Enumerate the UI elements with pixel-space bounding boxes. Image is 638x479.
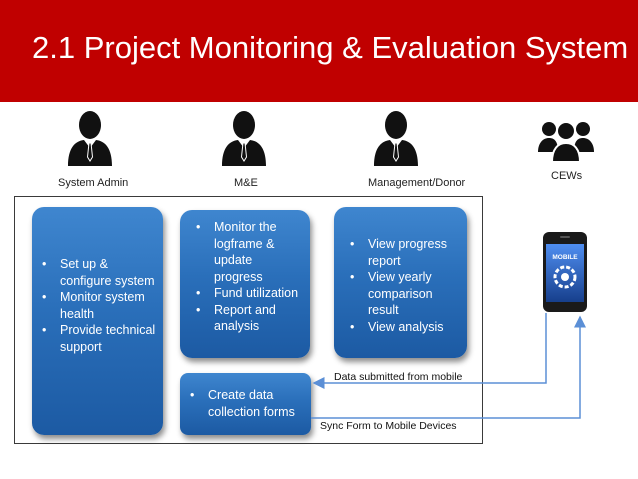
me-monitor-list: Monitor the logframe & update progress F… bbox=[192, 219, 304, 335]
management-person-icon bbox=[374, 111, 418, 166]
list-item: View analysis bbox=[346, 319, 457, 336]
data-submitted-arrow bbox=[312, 313, 547, 389]
title-bar: 2.1 Project Monitoring & Evaluation Syst… bbox=[0, 0, 638, 102]
list-item: Monitor system health bbox=[38, 289, 157, 322]
system-admin-box: Set up & configure system Monitor system… bbox=[32, 207, 163, 435]
list-item: Monitor the logframe & update progress bbox=[192, 219, 304, 285]
mobile-phone-icon: MOBILE bbox=[543, 232, 587, 312]
role-label-me: M&E bbox=[234, 177, 258, 189]
management-box: View progress report View yearly compari… bbox=[334, 207, 467, 358]
list-item: View yearly comparison result bbox=[346, 269, 457, 319]
list-item: Report and analysis bbox=[192, 302, 304, 335]
system-frame bbox=[14, 196, 483, 444]
me-forms-box: Create data collection forms bbox=[180, 373, 311, 435]
role-label-management: Management/Donor bbox=[368, 177, 466, 189]
list-item: View progress report bbox=[346, 236, 457, 269]
role-label-system-admin: System Admin bbox=[58, 177, 129, 189]
list-item: Set up & configure system bbox=[38, 256, 157, 289]
me-forms-list: Create data collection forms bbox=[186, 387, 305, 420]
list-item: Provide technical support bbox=[38, 322, 157, 355]
group-people-icon bbox=[538, 121, 594, 162]
me-person-icon bbox=[222, 111, 266, 166]
data-submitted-label: Data submitted from mobile bbox=[334, 371, 463, 383]
system-admin-person-icon bbox=[68, 111, 112, 166]
system-admin-list: Set up & configure system Monitor system… bbox=[38, 256, 157, 355]
page-title: 2.1 Project Monitoring & Evaluation Syst… bbox=[32, 30, 629, 65]
list-item: Create data collection forms bbox=[186, 387, 305, 420]
phone-screen-label: MOBILE bbox=[552, 254, 578, 261]
sync-form-arrow bbox=[311, 315, 586, 419]
role-label-cews: CEWs bbox=[551, 170, 583, 182]
management-list: View progress report View yearly compari… bbox=[346, 236, 457, 335]
list-item: Fund utilization bbox=[192, 285, 304, 302]
me-monitor-box: Monitor the logframe & update progress F… bbox=[180, 210, 310, 358]
sync-form-label: Sync Form to Mobile Devices bbox=[320, 420, 457, 432]
